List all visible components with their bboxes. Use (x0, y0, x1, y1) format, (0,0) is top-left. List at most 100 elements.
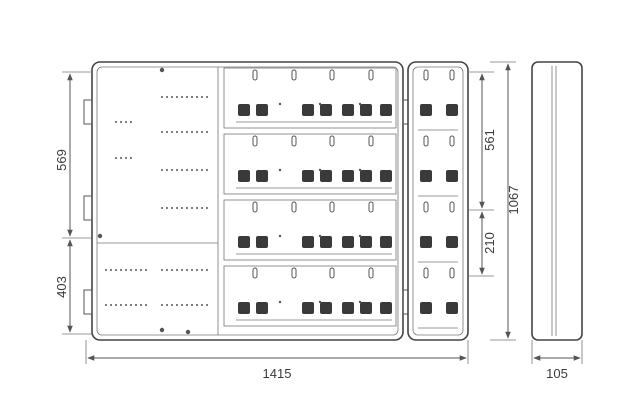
meter-block-icon (446, 302, 458, 314)
terminal-dot (125, 304, 127, 306)
terminal-dot (201, 207, 203, 209)
dim-left (62, 71, 92, 335)
terminal-dot (278, 300, 282, 304)
terminal-dot (135, 269, 137, 271)
main-cabinet (91, 61, 404, 341)
mounting-slot (291, 267, 297, 279)
terminal-dot (196, 131, 198, 133)
terminal-dot (358, 102, 362, 106)
meter-block-icon (238, 302, 250, 314)
terminal-dot (191, 304, 193, 306)
mounting-slot (449, 201, 455, 213)
mounting-slot (423, 69, 429, 81)
terminal-dot (196, 207, 198, 209)
terminal-dot (125, 121, 127, 123)
meter-block-icon (380, 170, 392, 182)
terminal-dot (318, 300, 322, 304)
terminal-dot (206, 269, 208, 271)
meter-block-icon (320, 236, 332, 248)
terminal-dot (201, 269, 203, 271)
terminal-dot (278, 234, 282, 238)
meter-block-icon (256, 236, 268, 248)
meter-block-icon (420, 236, 432, 248)
terminal-dot (318, 234, 322, 238)
terminal-dot (110, 304, 112, 306)
terminal-dot (181, 207, 183, 209)
terminal-dot (166, 96, 168, 98)
terminal-dot (186, 96, 188, 98)
terminal-dot (358, 168, 362, 172)
terminal-dot (161, 269, 163, 271)
mounting-slot (423, 201, 429, 213)
terminal-dot (171, 207, 173, 209)
terminal-dot (105, 304, 107, 306)
mounting-slot (291, 69, 297, 81)
terminal-dot (105, 269, 107, 271)
left-panel-terminals (97, 67, 208, 335)
screw-icon (185, 329, 191, 335)
terminal-dot (120, 304, 122, 306)
terminal-dot (196, 269, 198, 271)
terminal-dot (206, 131, 208, 133)
meter-block-icon (302, 236, 314, 248)
meter-block-icon (380, 302, 392, 314)
terminal-dot (191, 96, 193, 98)
dim-depth-label: 105 (546, 366, 568, 381)
meter-block-icon (342, 170, 354, 182)
terminal-dot (181, 269, 183, 271)
terminal-dot (140, 304, 142, 306)
meter-block-icon (320, 302, 332, 314)
terminal-dot (186, 304, 188, 306)
terminal-dot (171, 169, 173, 171)
terminal-dot (171, 131, 173, 133)
dim-left-upper-label: 569 (54, 149, 69, 171)
terminal-dot (120, 157, 122, 159)
meter-block-icon (238, 170, 250, 182)
terminal-dot (166, 207, 168, 209)
meter-block-icon (302, 170, 314, 182)
terminal-dot (166, 131, 168, 133)
terminal-dot (115, 304, 117, 306)
terminal-dot (181, 304, 183, 306)
terminal-dot (176, 304, 178, 306)
meter-block-icon (256, 302, 268, 314)
mounting-slot (252, 69, 258, 81)
hinge-icon (83, 99, 410, 315)
terminal-dot (191, 207, 193, 209)
meter-block-icon (342, 236, 354, 248)
terminal-dot (318, 168, 322, 172)
terminal-dot (191, 169, 193, 171)
meter-block-icon (380, 104, 392, 116)
meter-block-icon (360, 104, 372, 116)
mounting-slot (368, 69, 374, 81)
terminal-dot (115, 269, 117, 271)
terminal-dot (161, 207, 163, 209)
meter-row-frame (223, 67, 397, 129)
terminal-dot (145, 269, 147, 271)
terminal-dot (110, 269, 112, 271)
terminal-dot (115, 121, 117, 123)
terminal-dot (318, 102, 322, 106)
terminal-dot (206, 169, 208, 171)
meter-block-icon (342, 302, 354, 314)
terminal-dot (176, 269, 178, 271)
terminal-dot (176, 169, 178, 171)
terminal-dot (201, 169, 203, 171)
terminal-dot (181, 169, 183, 171)
mounting-slot (252, 135, 258, 147)
side-view (531, 61, 583, 341)
dim-total-height-label: 1067 (506, 186, 521, 215)
meter-block-icon (302, 302, 314, 314)
mounting-slot (329, 201, 335, 213)
terminal-dot (186, 169, 188, 171)
meter-block-icon (420, 302, 432, 314)
terminal-dot (171, 304, 173, 306)
terminal-dot (176, 96, 178, 98)
meter-block-icon (320, 170, 332, 182)
meter-row-frame (223, 265, 397, 327)
terminal-dot (196, 169, 198, 171)
terminal-dot (191, 131, 193, 133)
terminal-dot (196, 96, 198, 98)
meter-block-icon (420, 170, 432, 182)
